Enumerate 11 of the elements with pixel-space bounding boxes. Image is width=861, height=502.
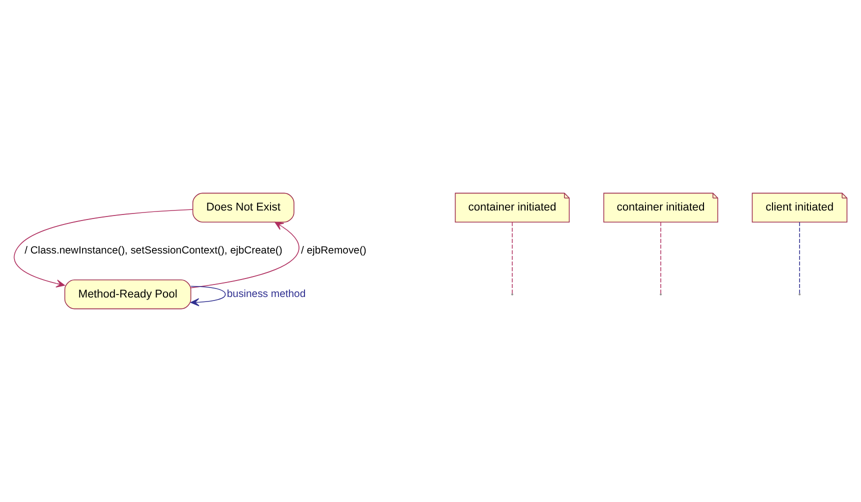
edge-label: / Class.newInstance(), setSessionContext(), ejbCreate(): [24, 246, 282, 257]
arrow: [190, 222, 300, 288]
edge-label: / ejbRemove(): [300, 246, 366, 257]
edge-label: business method: [226, 289, 306, 300]
node-box: Method-Ready Pool: [64, 280, 192, 310]
connector: [512, 222, 513, 294]
arrow: [190, 286, 226, 306]
connector: [660, 222, 662, 294]
node-box: Does Not Exist: [192, 192, 294, 222]
arrow: [14, 209, 194, 288]
connector: [799, 222, 800, 294]
